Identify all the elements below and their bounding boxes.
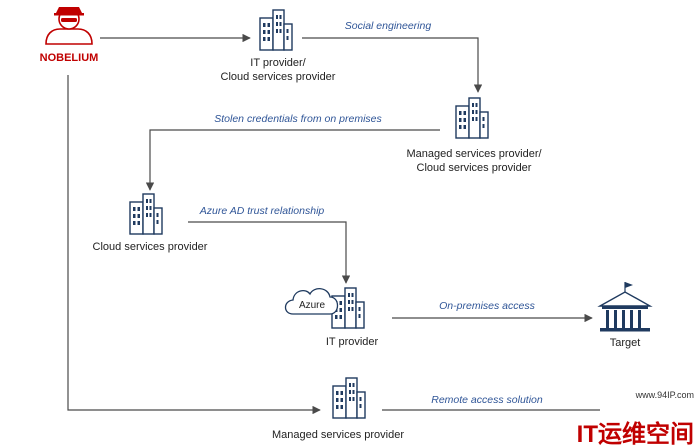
edge-label-stolen: Stolen credentials from on premises	[214, 113, 382, 125]
watermark-brand: IT运维空间	[577, 420, 694, 447]
cloud-label: Azure	[299, 300, 326, 311]
node-it-provider-top: IT provider/ Cloud services provider	[221, 9, 336, 83]
building-icon	[259, 9, 293, 51]
watermark: www.94IP.com IT运维空间	[577, 390, 694, 447]
edge-label-remote: Remote access solution	[431, 394, 543, 406]
node-label-line2: Cloud services provider	[221, 71, 336, 83]
edge-social-engineering	[302, 37, 483, 93]
hacker-icon	[45, 7, 93, 45]
node-target: Target	[597, 282, 653, 349]
bank-icon	[597, 282, 653, 332]
node-label: Target	[610, 337, 641, 349]
node-label: Managed services provider	[272, 429, 404, 441]
edge-azure-ad-trust	[188, 221, 351, 284]
node-cloud-services-provider: Cloud services provider	[93, 193, 208, 253]
edge-label-social: Social engineering	[345, 20, 432, 32]
edge-label-azure-ad: Azure AD trust relationship	[199, 205, 325, 217]
building-icon	[332, 377, 366, 419]
actor-label: NOBELIUM	[40, 52, 99, 64]
node-managed-cloud-provider: Managed services provider/ Cloud service…	[406, 97, 543, 174]
actor-nobelium: NOBELIUM	[40, 7, 99, 64]
node-label-line2: Cloud services provider	[417, 162, 532, 174]
node-label: Cloud services provider	[93, 241, 208, 253]
cloud-icon: Azure	[284, 288, 339, 315]
node-label: IT provider	[326, 336, 379, 348]
node-managed-services-provider: Managed services provider	[272, 377, 404, 441]
building-icon	[455, 97, 489, 139]
edges	[67, 33, 600, 415]
watermark-url: www.94IP.com	[635, 390, 694, 400]
node-it-provider-azure: Azure IT provider	[284, 287, 379, 348]
node-label-line1: Managed services provider/	[406, 148, 542, 160]
edge-actor-to-managed	[67, 75, 321, 415]
node-label-line1: IT provider/	[250, 57, 306, 69]
edge-stolen-credentials	[145, 129, 440, 191]
building-icon	[129, 193, 163, 235]
edge-label-onprem: On-premises access	[439, 300, 535, 312]
